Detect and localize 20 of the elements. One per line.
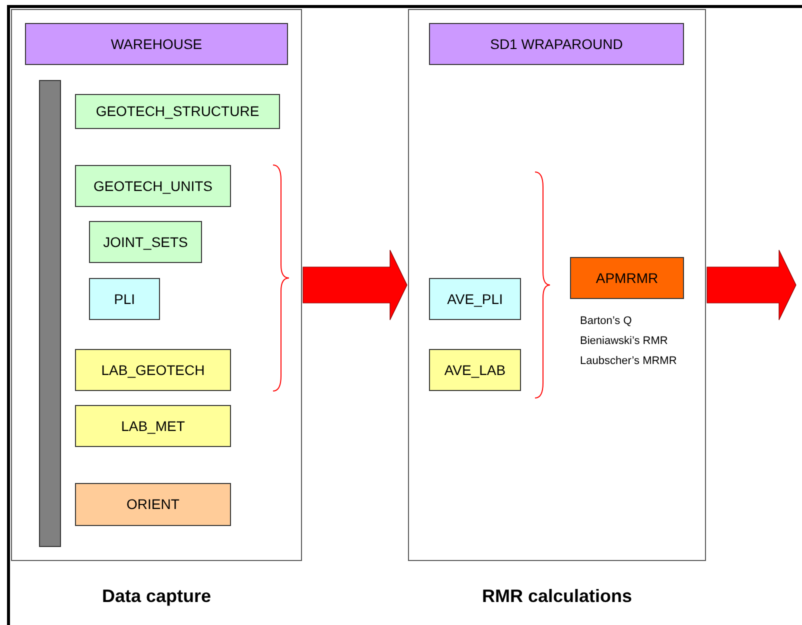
table-box: GEOTECH_UNITS [75, 165, 231, 207]
table-box: GEOTECH_STRUCTURE [75, 94, 280, 129]
block-arrow [706, 250, 796, 320]
table-box: ORIENT [75, 483, 231, 526]
block-arrow [302, 250, 408, 320]
table-box: AVE_LAB [429, 349, 521, 391]
table-box: PLI [89, 278, 160, 320]
panel-heading: RMR calculations [480, 585, 634, 608]
table-box: LAB_GEOTECH [75, 349, 231, 391]
table-box: JOINT_SETS [89, 221, 202, 263]
header-box: WAREHOUSE [25, 23, 288, 65]
panel-heading: Data capture [100, 585, 212, 608]
method-label: Laubscher’s MRMR [580, 354, 677, 369]
vertical-bar [39, 80, 61, 547]
header-box: SD1 WRAPAROUND [429, 23, 684, 65]
table-box: LAB_MET [75, 405, 231, 447]
method-label: Barton’s Q [580, 314, 633, 329]
table-box: AVE_PLI [429, 278, 521, 320]
method-label: Bieniawski’s RMR [580, 334, 669, 349]
table-box: APMRMR [570, 257, 684, 299]
